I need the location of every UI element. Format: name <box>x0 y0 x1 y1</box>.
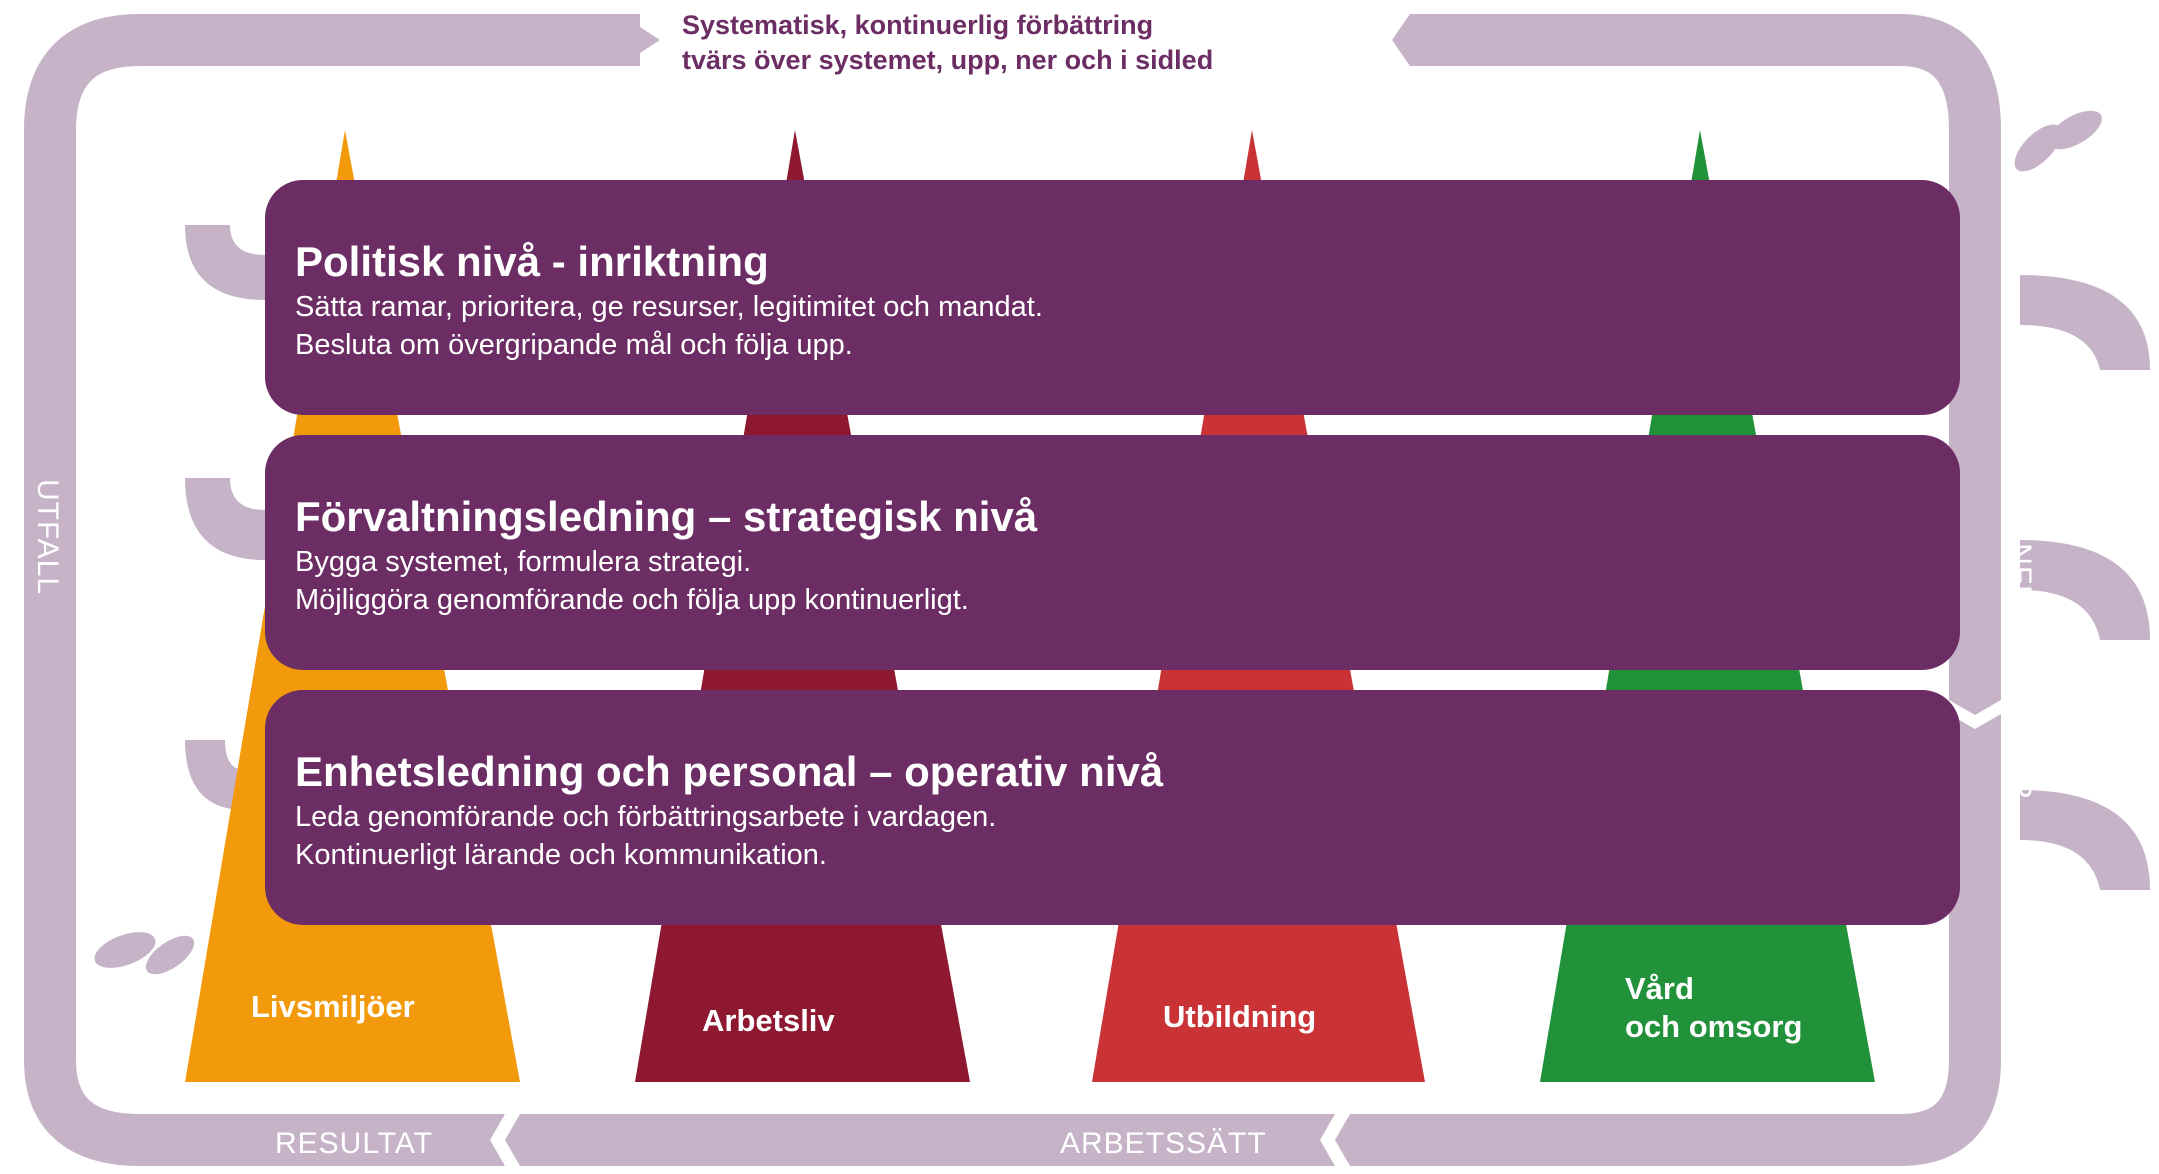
pillar-label-utbildning: Utbildning <box>1163 998 1316 1036</box>
bottom-left-frame-label: RESULTAT <box>275 1127 434 1160</box>
left-curve-1 <box>185 225 265 300</box>
pillar-label-arbetsliv: Arbetsliv <box>702 1002 835 1040</box>
leaf-icon-top-right <box>2014 110 2102 172</box>
left-curve-3 <box>185 740 245 810</box>
right-curve-2 <box>2020 540 2150 640</box>
pillar-label-livsmiljoer: Livsmiljöer <box>251 988 415 1026</box>
bottom-chevron-right <box>1320 1114 1350 1166</box>
pillar-label-line-2: och omsorg <box>1625 1009 1803 1044</box>
right-curve-3 <box>2020 790 2150 890</box>
pillar-label-line: Arbetsliv <box>702 1003 835 1038</box>
level-title: Enhetsledning och personal – operativ ni… <box>295 748 1164 795</box>
level-title: Politisk nivå - inriktning <box>295 238 769 285</box>
level-line-2: Kontinuerligt lärande och kommunikation. <box>295 839 827 871</box>
pillar-label-line: Livsmiljöer <box>251 989 415 1024</box>
bottom-chevron-left <box>490 1114 520 1166</box>
pillar-label-line: Utbildning <box>1163 999 1317 1034</box>
caption-line-1: Systematisk, kontinuerlig förbättring <box>682 10 1154 40</box>
improvement-loop-frame <box>23 14 2001 1166</box>
pillar-label-line: Vård <box>1625 971 1694 1006</box>
left-frame-label: UTFALL <box>31 478 64 596</box>
level-band-political: Politisk nivå - inriktning Sätta ramar, … <box>265 180 1960 415</box>
improvement-caption: Systematisk, kontinuerlig förbättring tv… <box>682 8 1402 78</box>
leaf-icon-bottom-left <box>94 932 195 975</box>
caption-line-2: tvärs över systemet, upp, ner och i sidl… <box>682 45 1214 75</box>
right-frame-label: INFRASTRUKTUR <box>2004 533 2037 801</box>
level-line-2: Besluta om övergripande mål och följa up… <box>295 329 853 361</box>
level-title: Förvaltningsledning – strategisk nivå <box>295 493 1038 540</box>
left-curve-2 <box>185 478 265 560</box>
pillar-label-vard-och-omsorg: Vård och omsorg <box>1625 970 1802 1046</box>
level-line-1: Sätta ramar, prioritera, ge resurser, le… <box>295 291 1043 323</box>
level-line-1: Leda genomförande och förbättringsarbete… <box>295 801 997 833</box>
level-line-1: Bygga systemet, formulera strategi. <box>295 546 752 578</box>
level-band-strategic: Förvaltningsledning – strategisk nivå By… <box>265 435 1960 670</box>
right-chevron <box>1949 700 2001 729</box>
level-band-operative: Enhetsledning och personal – operativ ni… <box>265 690 1960 925</box>
top-left-arrowhead <box>602 14 660 66</box>
top-right-arrowhead <box>1365 14 1410 66</box>
right-curve-1 <box>2020 275 2150 370</box>
level-line-2: Möjliggöra genomförande och följa upp ko… <box>295 584 969 616</box>
bottom-right-frame-label: ARBETSSÄTT <box>1060 1127 1267 1160</box>
